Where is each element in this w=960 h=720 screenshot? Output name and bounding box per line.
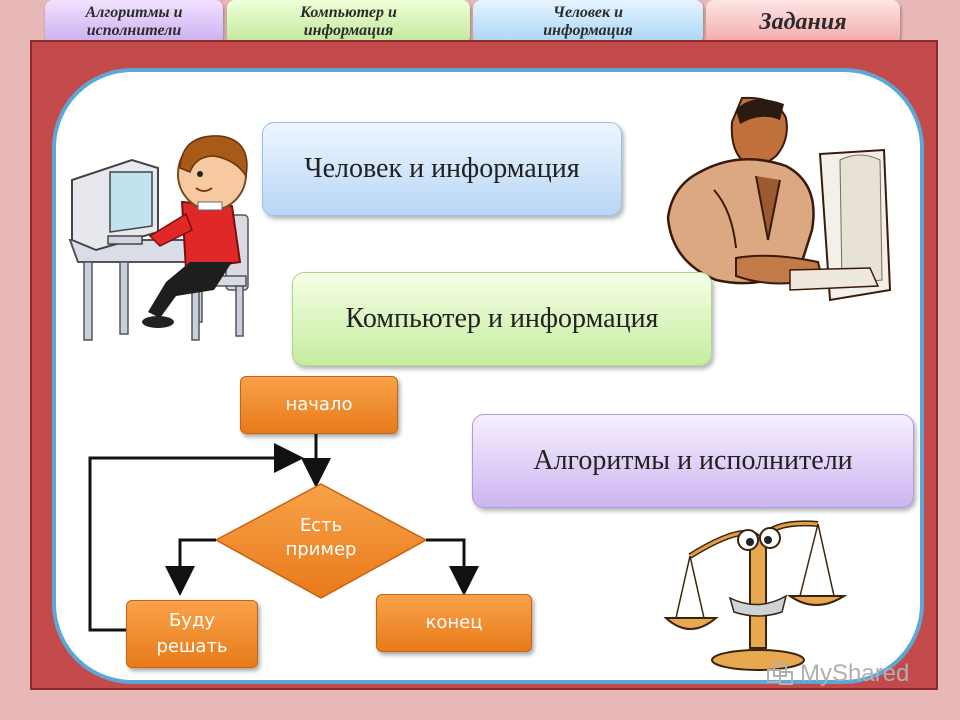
flowchart-start-block: начало (240, 376, 398, 434)
section-computer-information-button[interactable]: Компьютер и информация (292, 272, 712, 366)
section-human-label: Человек и информация (304, 153, 580, 184)
section-algorithms-button[interactable]: Алгоритмы и исполнители (472, 414, 914, 508)
section-human-information-button[interactable]: Человек и информация (262, 122, 622, 216)
flowchart-decision-label: Есть пример (285, 515, 357, 560)
flowchart-start-label: начало (285, 394, 353, 415)
tab-computer-information[interactable]: Компьютер и информация (227, 0, 470, 44)
tab-human-label: Человек и информация (543, 4, 633, 39)
watermark-text: MyShared (800, 660, 910, 687)
tab-computer-label: Компьютер и информация (300, 4, 397, 39)
flowchart-solve-label: Буду решать (156, 610, 228, 657)
flowchart-solve-block: Буду решать (126, 600, 258, 668)
tab-tasks-label: Задания (759, 9, 847, 35)
myshared-logo-icon (767, 663, 793, 685)
flowchart-end-block: конец (376, 594, 532, 652)
flowchart-end-label: конец (425, 612, 483, 633)
tab-human-information[interactable]: Человек и информация (473, 0, 703, 44)
section-computer-label: Компьютер и информация (345, 303, 659, 334)
tab-algorithms-label: Алгоритмы и исполнители (85, 4, 183, 39)
tab-tasks[interactable]: Задания (706, 0, 900, 44)
watermark: MyShared (766, 660, 909, 688)
section-algorithms-label: Алгоритмы и исполнители (533, 445, 853, 476)
tab-algorithms[interactable]: Алгоритмы и исполнители (45, 0, 223, 44)
